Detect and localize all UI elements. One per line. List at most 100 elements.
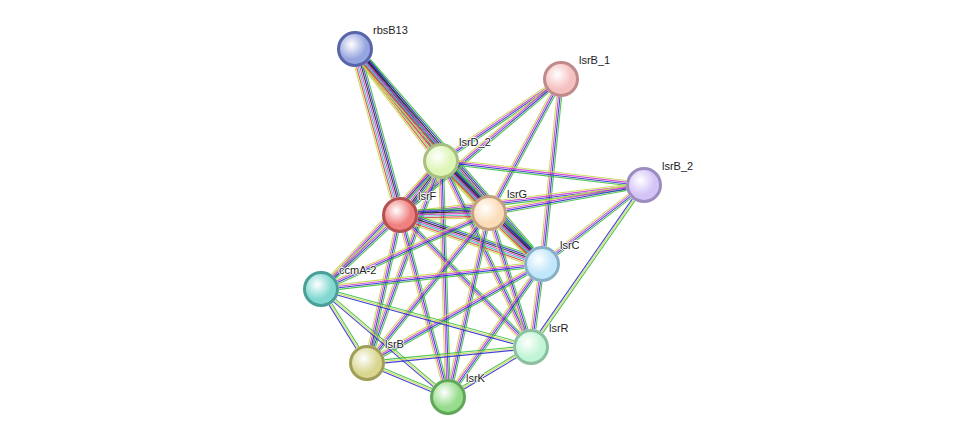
- interaction-edge: [455, 87, 548, 153]
- evidence-line: [338, 294, 513, 342]
- evidence-line: [558, 198, 632, 255]
- evidence-line: [453, 231, 486, 380]
- interaction-edge: [499, 222, 533, 255]
- evidence-line: [339, 264, 524, 285]
- node-label: lsrR: [549, 322, 569, 334]
- evidence-line: [373, 233, 398, 346]
- evidence-line: [370, 59, 533, 247]
- interaction-edge: [492, 229, 528, 330]
- evidence-line: [412, 89, 546, 202]
- evidence-line: [463, 355, 515, 386]
- evidence-line: [534, 282, 540, 329]
- evidence-line: [383, 371, 431, 391]
- node-label: lsrD_2: [459, 136, 491, 148]
- interaction-edge: [459, 161, 627, 186]
- evidence-line: [415, 92, 549, 205]
- evidence-line: [385, 347, 513, 360]
- evidence-line: [459, 161, 626, 181]
- evidence-line: [498, 95, 553, 197]
- evidence-line: [369, 232, 394, 345]
- evidence-line: [533, 282, 539, 329]
- node-label: lsrF: [418, 190, 436, 202]
- evidence-line: [358, 67, 394, 198]
- interaction-edge: [338, 292, 514, 344]
- evidence-line: [507, 187, 627, 209]
- evidence-line: [500, 228, 527, 254]
- interaction-edge: [555, 194, 631, 255]
- interaction-edge: [333, 226, 389, 279]
- evidence-line: [557, 197, 631, 254]
- protein-node: lsrD_2: [423, 143, 459, 179]
- evidence-line: [418, 209, 471, 210]
- evidence-line: [384, 368, 432, 388]
- protein-node: lsrC: [524, 246, 560, 282]
- protein-node: ccmA-2: [303, 271, 339, 307]
- node-label: rbsB13: [373, 24, 408, 36]
- evidence-line: [499, 229, 526, 255]
- evidence-line: [369, 60, 532, 248]
- node-label: lsrB_1: [579, 54, 610, 66]
- interaction-edge: [385, 347, 513, 363]
- node-label: ccmA-2: [339, 264, 376, 276]
- evidence-line: [339, 292, 514, 340]
- protein-node: lsrB_2: [626, 167, 662, 203]
- protein-node: lsrG: [471, 195, 507, 231]
- evidence-line: [418, 217, 471, 218]
- evidence-line: [362, 66, 426, 149]
- evidence-line: [459, 162, 626, 182]
- interaction-edge: [531, 282, 542, 330]
- evidence-line: [385, 349, 513, 362]
- node-label: lsrG: [507, 188, 527, 200]
- evidence-line: [459, 166, 626, 186]
- node-label: lsrC: [560, 239, 580, 251]
- evidence-line: [418, 186, 626, 212]
- interaction-edge: [418, 209, 471, 220]
- evidence-line: [336, 299, 436, 384]
- evidence-line: [531, 282, 537, 329]
- evidence-line: [507, 189, 627, 211]
- evidence-line: [336, 229, 389, 278]
- interaction-edge: [363, 59, 534, 253]
- protein-node: lsrF: [382, 197, 418, 233]
- evidence-line: [418, 185, 626, 211]
- interaction-edge: [495, 94, 554, 199]
- node-label: lsrK: [466, 372, 485, 384]
- evidence-line: [502, 225, 529, 251]
- node-label: lsrB_2: [662, 160, 693, 172]
- protein-node: lsrB_1: [543, 61, 579, 97]
- protein-node: lsrB: [349, 345, 385, 381]
- evidence-line: [495, 94, 550, 196]
- interaction-edge: [412, 89, 549, 205]
- evidence-line: [334, 227, 387, 276]
- evidence-line: [459, 164, 626, 184]
- evidence-line: [455, 88, 545, 150]
- evidence-line: [500, 96, 555, 198]
- protein-node: lsrK: [430, 379, 466, 415]
- evidence-line: [495, 230, 526, 330]
- interaction-edge: [418, 185, 627, 215]
- interaction-edge: [339, 264, 525, 290]
- evidence-line: [372, 233, 397, 346]
- evidence-line: [385, 350, 513, 363]
- protein-node: lsrR: [513, 329, 549, 365]
- evidence-line: [357, 67, 393, 198]
- interaction-edge: [463, 355, 517, 389]
- protein-node: rbsB13: [337, 31, 373, 67]
- evidence-line: [497, 94, 552, 196]
- evidence-line: [384, 370, 432, 390]
- evidence-line: [338, 295, 513, 343]
- interaction-edge: [383, 368, 432, 391]
- evidence-line: [418, 210, 471, 211]
- evidence-line: [418, 212, 471, 213]
- evidence-line: [506, 186, 626, 208]
- evidence-line: [501, 227, 528, 253]
- evidence-line: [464, 358, 516, 389]
- evidence-line: [418, 213, 471, 214]
- node-label: lsrB: [385, 338, 404, 350]
- interaction-edge: [506, 186, 626, 212]
- evidence-line: [355, 68, 391, 199]
- interaction-edge: [334, 299, 436, 386]
- evidence-line: [329, 305, 356, 348]
- evidence-line: [463, 356, 515, 387]
